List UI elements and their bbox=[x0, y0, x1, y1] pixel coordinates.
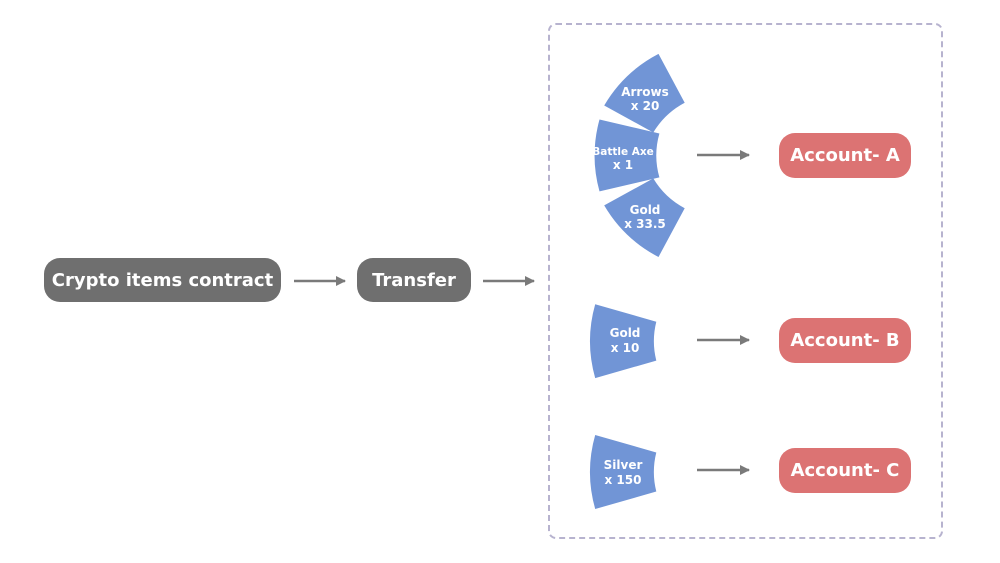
item-arrows-name: Arrows bbox=[621, 85, 669, 99]
item-battle-axe-qty: x 1 bbox=[613, 158, 633, 172]
item-group-container bbox=[548, 23, 943, 539]
item-gold-a-qty: x 33.5 bbox=[624, 217, 666, 231]
item-battle-axe-name: Battle Axe bbox=[592, 146, 654, 158]
item-silver-name: Silver bbox=[604, 458, 643, 472]
item-arrows-qty: x 20 bbox=[631, 99, 660, 113]
account-a-node: Account- A bbox=[779, 133, 911, 178]
item-gold-b-segment bbox=[590, 304, 657, 379]
transfer-node: Transfer bbox=[357, 258, 471, 302]
account-c-node: Account- C bbox=[779, 448, 911, 493]
item-silver-segment bbox=[590, 435, 657, 509]
account-b-node: Account- B bbox=[779, 318, 911, 363]
contract-node: Crypto items contract bbox=[44, 258, 281, 302]
item-battle-axe-segment bbox=[594, 119, 660, 192]
item-silver-qty: x 150 bbox=[605, 473, 642, 487]
item-gold-a-segment bbox=[604, 178, 685, 257]
item-gold-a-name: Gold bbox=[630, 203, 661, 217]
item-gold-b-name: Gold bbox=[610, 326, 641, 340]
item-arrows-segment bbox=[604, 53, 685, 133]
item-gold-b-qty: x 10 bbox=[611, 341, 640, 355]
